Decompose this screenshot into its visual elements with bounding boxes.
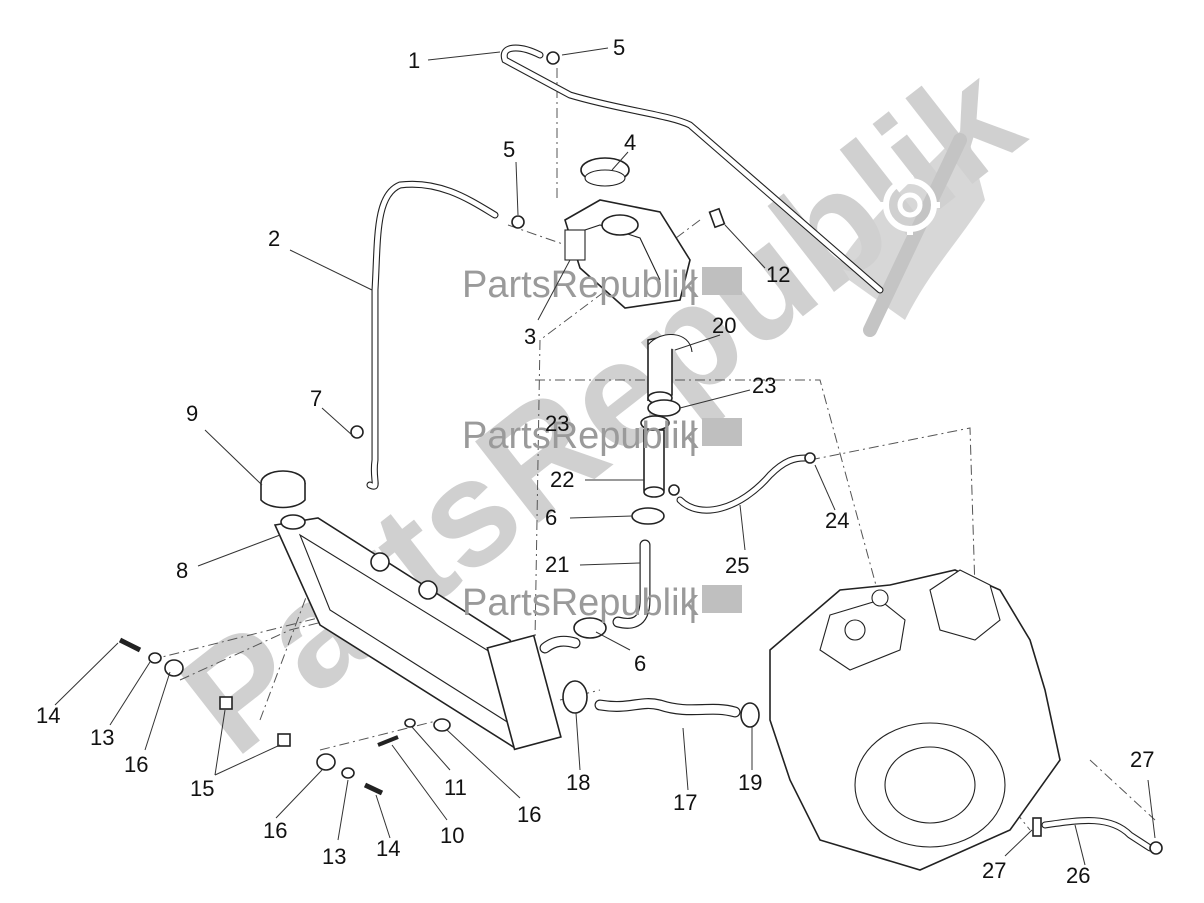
nut-clip-part-15-a <box>219 696 233 710</box>
callout-5-top: 5 <box>613 35 625 60</box>
callout-9: 9 <box>186 401 198 426</box>
hose-part-21 <box>612 539 651 629</box>
callout-16-left: 16 <box>124 752 148 777</box>
bypass-hose-part-25 <box>676 454 809 514</box>
callout-23-right: 23 <box>752 373 776 398</box>
clamp-part-23-a <box>647 399 681 417</box>
callout-27-left: 27 <box>982 858 1006 883</box>
callout-10: 10 <box>440 823 464 848</box>
pipe-part-22 <box>643 429 680 498</box>
engine-block <box>769 569 1061 871</box>
hose-part-17 <box>594 698 741 718</box>
drain-hose-part-26 <box>1041 817 1154 852</box>
watermark-separator: | <box>688 415 698 457</box>
clamp-part-7 <box>350 425 364 439</box>
grommet-part-16-a <box>433 718 451 732</box>
callout-labels: 1 2 3 4 5 5 6 6 7 8 9 10 11 12 13 13 14 … <box>36 35 1154 888</box>
watermark-text: PartsRepublik <box>462 415 700 457</box>
inline-watermark-1: PartsRepublik | <box>462 264 742 306</box>
callout-11: 11 <box>444 775 467 800</box>
clamp-part-27-b <box>1149 841 1163 855</box>
callout-6-lower: 6 <box>634 651 646 676</box>
callout-27-right: 27 <box>1130 747 1154 772</box>
inline-watermark-3: PartsRepublik | <box>462 582 742 624</box>
callout-26: 26 <box>1066 863 1090 888</box>
clamp-part-6-a <box>631 507 665 525</box>
inline-watermark-2: PartsRepublik | <box>462 415 742 457</box>
expansion-tank-part-3 <box>564 199 691 309</box>
clamp-part-19 <box>740 702 760 728</box>
watermark-separator: | <box>688 582 698 624</box>
callout-15: 15 <box>190 776 214 801</box>
callout-16-right: 16 <box>517 802 541 827</box>
clamp-part-18 <box>562 680 588 714</box>
spacer-part-13-b <box>341 767 355 779</box>
callout-21: 21 <box>545 552 569 577</box>
radiator-part-8 <box>273 514 581 751</box>
clamp-part-5-mid <box>511 215 525 229</box>
clip-part-12 <box>708 207 726 229</box>
leader-lines <box>54 47 1156 866</box>
bolt-part-14-b <box>363 782 384 796</box>
watermark-flag-icon <box>835 125 985 337</box>
callout-7: 7 <box>310 386 322 411</box>
callout-16-bottom: 16 <box>263 818 287 843</box>
bolt-part-14-a <box>118 637 142 653</box>
callout-17: 17 <box>673 790 697 815</box>
watermark-gear-flag-icon <box>702 585 742 613</box>
watermark-separator: | <box>688 264 698 306</box>
overflow-hose-part-1 <box>500 44 884 294</box>
callout-14-left: 14 <box>36 703 60 728</box>
callout-3: 3 <box>524 324 536 349</box>
callout-14-bottom: 14 <box>376 836 400 861</box>
grommet-part-16-c <box>316 753 336 771</box>
callout-2: 2 <box>268 226 280 251</box>
clamp-part-27-a <box>1032 817 1042 837</box>
watermark-gear-flag-icon <box>702 267 742 295</box>
callout-4: 4 <box>624 130 636 155</box>
callout-23-left: 23 <box>545 411 569 436</box>
nut-clip-part-15-b <box>277 733 291 747</box>
callout-13-bottom: 13 <box>322 844 346 869</box>
callout-1: 1 <box>408 48 420 73</box>
watermark-text: PartsRepublik <box>462 264 700 306</box>
callout-12: 12 <box>766 262 790 287</box>
tank-cap-part-4 <box>580 157 630 187</box>
callout-5-mid: 5 <box>503 137 515 162</box>
clamp-part-24 <box>804 452 816 464</box>
callout-19: 19 <box>738 770 762 795</box>
callout-20: 20 <box>712 313 736 338</box>
callout-18: 18 <box>566 770 590 795</box>
washer-part-11 <box>404 718 416 728</box>
callout-22: 22 <box>550 467 574 492</box>
breather-hose-part-2 <box>366 180 499 490</box>
grommet-part-16-b <box>164 659 184 677</box>
callout-6-upper: 6 <box>545 505 557 530</box>
callout-24: 24 <box>825 508 849 533</box>
callout-8: 8 <box>176 558 188 583</box>
watermark-text: PartsRepublik <box>462 582 700 624</box>
callout-25: 25 <box>725 553 749 578</box>
watermark-gear-flag-icon <box>702 418 742 446</box>
radiator-cap-part-9 <box>260 470 306 509</box>
callout-13-left: 13 <box>90 725 114 750</box>
screw-part-10 <box>377 735 399 747</box>
clamp-part-5-top <box>546 51 560 65</box>
spacer-part-13-a <box>148 652 162 664</box>
